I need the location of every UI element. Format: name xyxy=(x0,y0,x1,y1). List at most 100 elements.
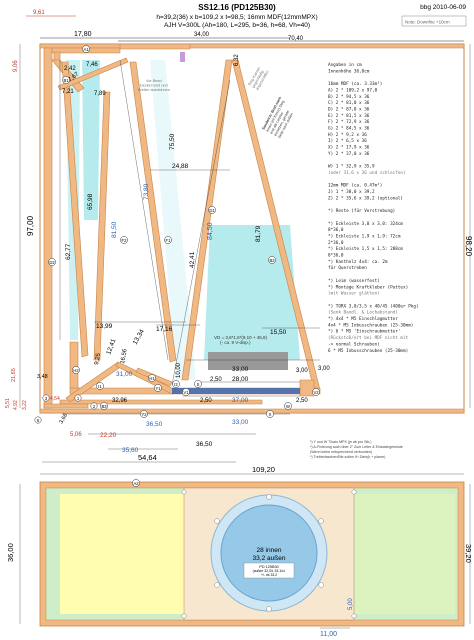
svg-text:I1: I1 xyxy=(98,384,102,389)
label-H1: H1 xyxy=(148,374,156,382)
label-A2: A2 xyxy=(132,479,140,487)
parts-list-line: Angaben in cm xyxy=(328,62,362,68)
panel-F-vert xyxy=(129,61,177,363)
dim-13-99: 13,99 xyxy=(96,323,113,330)
parts-list-line: C) 2 * 81,0 x 36 xyxy=(328,100,370,106)
svg-text:H2: H2 xyxy=(73,368,79,373)
dim-3-48: 3,48 xyxy=(37,374,48,380)
driver-outer-diameter: 33,2 außen xyxy=(253,555,286,562)
dim-84-50: 84,50 xyxy=(207,222,214,240)
dim-9-06: 9,06 xyxy=(13,60,19,72)
label-I1: I1 xyxy=(96,382,104,390)
parts-list-line: (oder 31,6 x 36 und schleifen) xyxy=(328,170,406,176)
dim-2-50-a: 2,50 xyxy=(210,377,222,383)
note-bead: Vor Bead Deckel rund und Bretter anzeich… xyxy=(138,79,170,92)
dim-11-00: 11,00 xyxy=(320,631,337,638)
dim-36-50-a: 36,50 xyxy=(146,421,163,428)
dim-81-79: 81,79 xyxy=(255,225,262,242)
svg-text:X: X xyxy=(269,412,272,417)
driver-spec-box xyxy=(243,562,295,579)
label-B1: B1 xyxy=(62,76,70,84)
dim-3-00-a: 3,00 xyxy=(318,366,330,372)
parts-list-line: J) 1 * 38,0 x 39,2 xyxy=(328,189,375,195)
svg-text:S: S xyxy=(197,382,200,387)
footnote-4: *) Treibertaschen/Bie sollen 9^-Dein(k +… xyxy=(310,455,386,459)
outer-panel-top xyxy=(39,43,465,49)
svg-text:D1: D1 xyxy=(209,208,215,213)
label-2: 2 xyxy=(90,402,98,410)
svg-text:Y2: Y2 xyxy=(141,412,147,417)
dim-32-96: 32,96 xyxy=(112,398,128,404)
note-text: Note: Downfire +10cm xyxy=(405,20,450,25)
panel-left-lower xyxy=(43,403,89,409)
label-S: S xyxy=(194,380,202,388)
author-date: bbg 2010-06-09 xyxy=(420,4,466,11)
dim-65-98: 65,98 xyxy=(87,193,94,210)
parts-list-line: 12mm MDF (ca. 0.47m²) xyxy=(328,183,382,189)
parts-list-line: *) Eckleiste 1,5 x 1,5: 288cm xyxy=(328,246,403,252)
dim-31-00: 31,00 xyxy=(116,371,133,378)
dim-24-88: 24,88 xyxy=(172,163,189,170)
parts-list-line: 2*36,0 xyxy=(328,240,344,246)
screw-2 xyxy=(266,606,272,612)
construction-lines xyxy=(19,44,471,629)
parts-list-line: 8*36,0 xyxy=(328,227,344,233)
dim-15-50: 15,50 xyxy=(270,329,287,336)
panel-top-mid xyxy=(119,43,191,50)
parts-list-line: *) TORX 3,0/3,5 x 40/45 (400er Pkg) xyxy=(328,303,419,309)
parts-list-line: Z) 2 * 35,6 x 39,2 (optional) xyxy=(328,195,403,201)
dim-3-22: 3,22 xyxy=(22,400,28,410)
parts-list-line: *) Eckleiste 3,0 x 3,0: 324cm xyxy=(328,221,403,227)
parts-list-line: 6 * M5 Inbusschrauben (25-30mm) xyxy=(328,348,408,354)
top-dimensions xyxy=(26,15,464,42)
label-D1: D1 xyxy=(208,206,216,214)
dim-5-51: 5,51 xyxy=(5,398,11,408)
plan-yellow-area xyxy=(60,494,184,614)
svg-text:2: 2 xyxy=(93,404,96,409)
label-3: 3 xyxy=(42,394,50,402)
screw-6 xyxy=(318,582,324,588)
dim-17-16: 17,16 xyxy=(156,326,173,333)
svg-text:F1: F1 xyxy=(166,238,172,243)
label-H2: H2 xyxy=(72,366,80,374)
dim-2-50-b: 2,50 xyxy=(200,398,212,404)
plan-view: A2 28 innen 33,2 außen PD 125B30 (außen … xyxy=(39,479,465,627)
dim-73-80: 73,80 xyxy=(143,183,150,200)
svg-text:B3: B3 xyxy=(101,404,107,409)
panel-left-outer xyxy=(43,47,53,409)
parts-list-line: (mit Wasser glätten) xyxy=(328,291,380,297)
dim-5-06: 5,06 xyxy=(70,432,82,438)
dim-36-50-b: 36,50 xyxy=(196,441,213,448)
label-F2: F2 xyxy=(120,236,128,244)
screw-3 xyxy=(214,518,220,524)
parts-list-line: -> normal Schrauben) xyxy=(328,341,380,347)
outer-panel-bottom xyxy=(39,408,465,414)
panel-inner-left xyxy=(61,61,89,358)
dim-4-92: 4,92 xyxy=(13,400,19,410)
drawing-subtitle-2: AJH V=300L (Ah=180, L=295, b=36, h=68, V… xyxy=(164,22,310,29)
parts-list-line: A) 2 * 109,2 x 97,0 xyxy=(328,87,378,93)
screw-5 xyxy=(214,582,220,588)
panel-bottom-base xyxy=(59,399,263,405)
dim-10-00: 10,00 xyxy=(176,362,182,378)
dim-33-00-b: 33,00 xyxy=(232,419,249,426)
note-box xyxy=(401,15,467,27)
parts-list-line: für Querstreben xyxy=(328,265,367,271)
parts-list-line: B) 2 * 94,5 x 36 xyxy=(328,94,370,100)
parts-list-line: *) Eckleiste 1,9 x 1,9: 72cm xyxy=(328,233,401,239)
label-A1: A1 xyxy=(82,45,90,53)
footnote-2: *) A-Fixierung auch über 2" Zum Leiter &… xyxy=(310,445,403,449)
label-6: 6 xyxy=(34,416,42,424)
dim-34-00: 34,00 xyxy=(194,32,210,38)
parts-list-line: 4x4 * M5 Inbusschrauben (25-30mm) xyxy=(328,322,413,328)
label-B2: B2 xyxy=(268,256,276,264)
screw-4 xyxy=(318,518,324,524)
dim-37-00: 37,00 xyxy=(232,397,249,404)
driver-spec-1: (außen 32,3/L 33,1/cl. xyxy=(253,569,286,573)
parts-list-line: E) 2 * 81,5 x 36 xyxy=(328,113,370,119)
svg-text:I2: I2 xyxy=(174,382,178,387)
label-W: W xyxy=(284,402,292,410)
label-B3: B3 xyxy=(100,402,108,410)
label-V2: V2 xyxy=(312,388,320,396)
